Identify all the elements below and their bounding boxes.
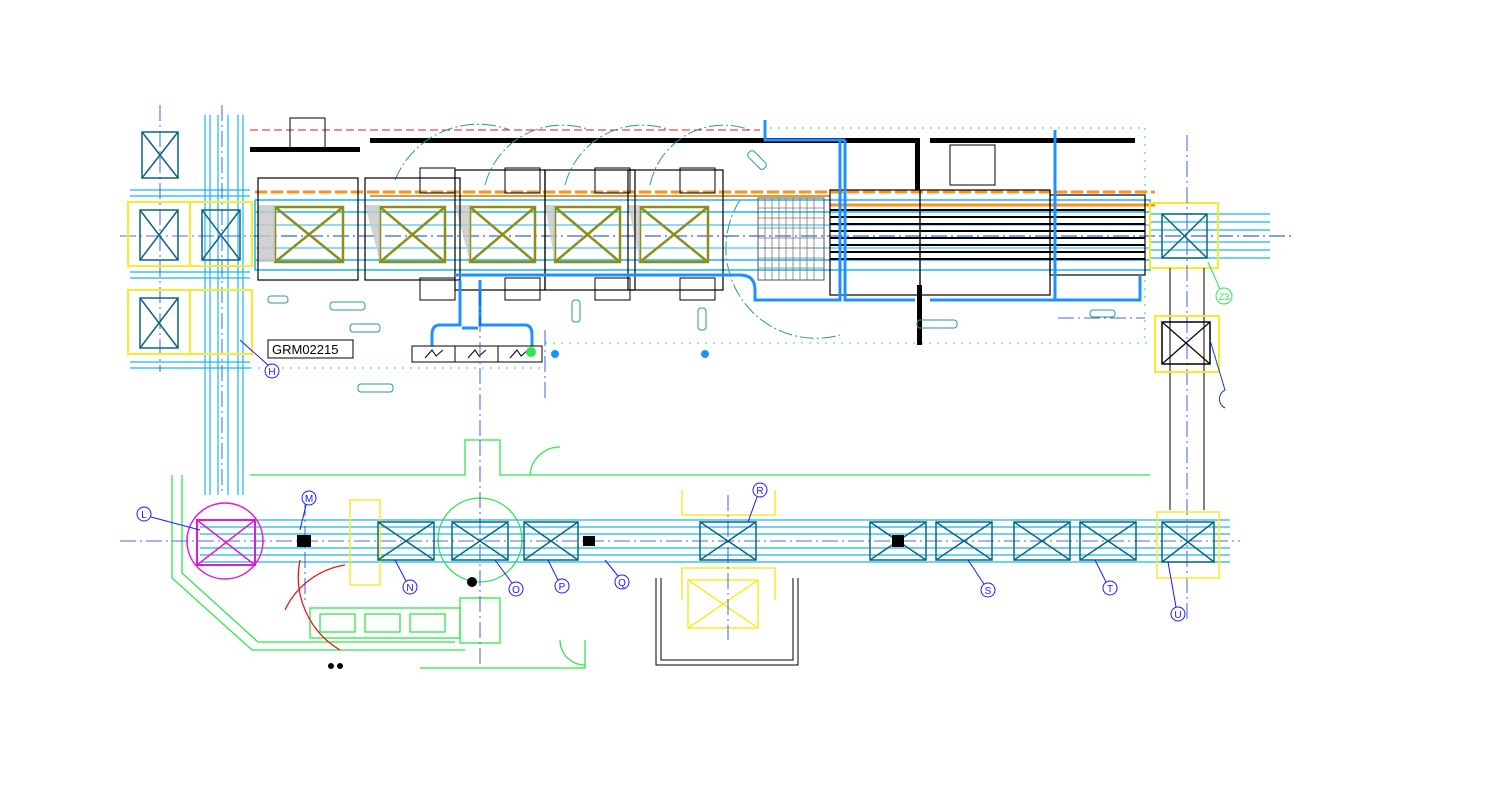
- left-transfer-stack: [120, 105, 255, 495]
- right-transfer: [1149, 135, 1270, 620]
- rail-left: [250, 147, 360, 152]
- lower-conveyor-bands: [200, 519, 1230, 563]
- station-label-O: O: [494, 559, 524, 597]
- rail-top-right: [930, 138, 1135, 143]
- dimension-tags: [267, 150, 1116, 393]
- fan-units: [289, 117, 996, 301]
- svg-text:O: O: [512, 585, 520, 596]
- pit-outline: [655, 578, 799, 666]
- svg-text:H: H: [268, 367, 275, 378]
- drawing-tag-text: GRM02215: [272, 342, 338, 357]
- rail-drop: [915, 138, 920, 193]
- station-label-P: P: [547, 559, 570, 594]
- upper-centerlines: [479, 290, 1145, 440]
- svg-text:P: P: [559, 582, 566, 593]
- grid-cooler: [757, 197, 825, 281]
- rail-bottom-drop: [917, 285, 922, 345]
- rail-top: [370, 138, 920, 143]
- oven-chambers: [273, 205, 710, 264]
- svg-text:R: R: [756, 486, 763, 497]
- upper-line: GRM02215: [250, 117, 1295, 440]
- chamber-shading: [258, 205, 640, 262]
- control-cabinet: [411, 345, 709, 363]
- station-label-M: M: [299, 490, 317, 531]
- lower-line: [120, 439, 1240, 669]
- station-label-T: T: [1094, 559, 1118, 596]
- yellow-fixtures: [349, 490, 1220, 629]
- lower-stations: [377, 521, 1215, 563]
- station-label-R: R: [747, 482, 768, 523]
- svg-text:T: T: [1107, 584, 1113, 595]
- station-label-L: L: [136, 506, 201, 531]
- svg-text:L: L: [141, 510, 147, 521]
- svg-text:M: M: [305, 494, 313, 505]
- station-label-Z3: Z3: [1207, 261, 1233, 305]
- chamber-frames: [257, 169, 1146, 296]
- process-piping: [430, 120, 1142, 348]
- drawing-tag: GRM02215: [267, 339, 354, 359]
- svg-text:S: S: [985, 586, 992, 597]
- lower-enclosure: [171, 439, 1150, 669]
- station-label-S: S: [967, 559, 996, 598]
- svg-text:N: N: [406, 583, 413, 594]
- turntable-L: [186, 502, 264, 580]
- door-swing-arcs: [394, 123, 841, 339]
- lower-centerlines: [304, 440, 729, 665]
- svg-text:Z3: Z3: [1219, 292, 1230, 302]
- station-label-H: H: [239, 339, 280, 379]
- robot-swing-arc: [284, 564, 346, 611]
- station-labels: L M N O P Q R S: [136, 261, 1233, 622]
- svg-text:Q: Q: [618, 578, 626, 589]
- robot-swing-arc-2: [297, 559, 341, 651]
- station-label-N: N: [394, 559, 418, 595]
- station-label-U: U: [1167, 561, 1186, 622]
- clamp-markers: [297, 535, 904, 669]
- station-label-Q: Q: [604, 559, 630, 590]
- roller-bank: [830, 209, 1145, 260]
- svg-text:U: U: [1174, 610, 1181, 621]
